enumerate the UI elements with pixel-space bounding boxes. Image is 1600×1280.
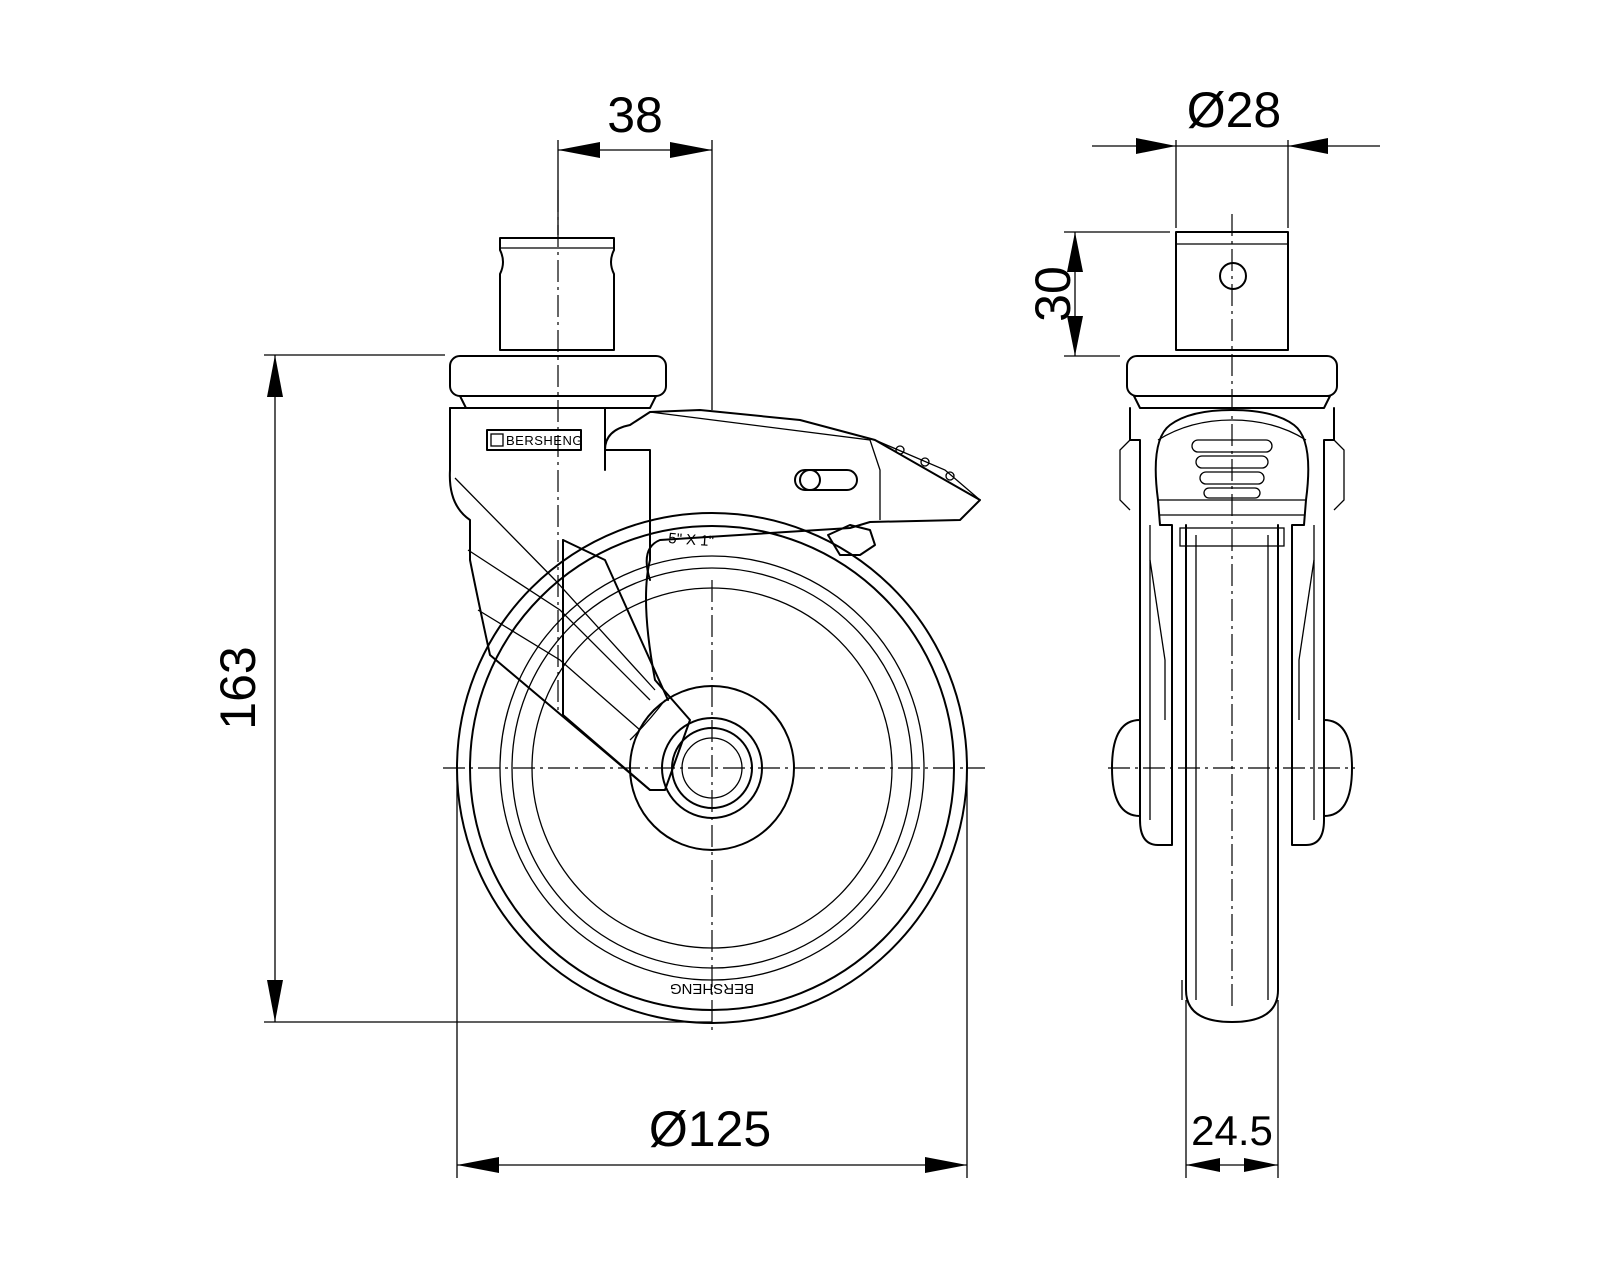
dim-wheel-diameter: Ø125 bbox=[456, 768, 968, 1178]
side-view-centerlines bbox=[443, 190, 985, 1035]
side-view: BERSHENG 5" X 1" BERSHENG bbox=[443, 190, 985, 1035]
dim-stem-diameter: Ø28 bbox=[1092, 82, 1380, 228]
fork-housing-side: BERSHENG bbox=[448, 407, 691, 791]
wheel-size-marking: 5" X 1" bbox=[668, 530, 715, 550]
dim-overall-height-label: 163 bbox=[210, 646, 266, 729]
front-view-centerlines bbox=[1108, 214, 1355, 1010]
brake-pedal-side: 5" X 1" bbox=[604, 409, 981, 581]
stem-front bbox=[1175, 231, 1289, 351]
stem-hole bbox=[1219, 262, 1247, 290]
front-view bbox=[1108, 214, 1355, 1023]
dim-wheel-width-label: 24.5 bbox=[1191, 1107, 1273, 1154]
dim-wheel-width: 24.5 bbox=[1185, 1000, 1279, 1178]
dim-stem-length: 30 bbox=[1025, 231, 1170, 357]
fork-front bbox=[1111, 407, 1353, 846]
dim-wheel-diameter-label: Ø125 bbox=[649, 1101, 771, 1157]
swivel-head-front bbox=[1126, 355, 1338, 409]
dim-stem-length-label: 30 bbox=[1025, 266, 1081, 322]
brand-plate bbox=[486, 429, 582, 451]
wheel-side bbox=[456, 512, 968, 1024]
wheel-brand-marking: BERSHENG bbox=[670, 980, 754, 997]
dim-stem-diameter-label: Ø28 bbox=[1187, 82, 1282, 138]
wheel-front bbox=[1181, 524, 1279, 1023]
brand-label: BERSHENG bbox=[506, 433, 583, 448]
dim-stem-offset: 38 bbox=[557, 87, 713, 410]
stem-side bbox=[499, 237, 615, 351]
dim-stem-offset-label: 38 bbox=[607, 87, 663, 143]
dim-overall-height: 163 bbox=[210, 354, 712, 1023]
